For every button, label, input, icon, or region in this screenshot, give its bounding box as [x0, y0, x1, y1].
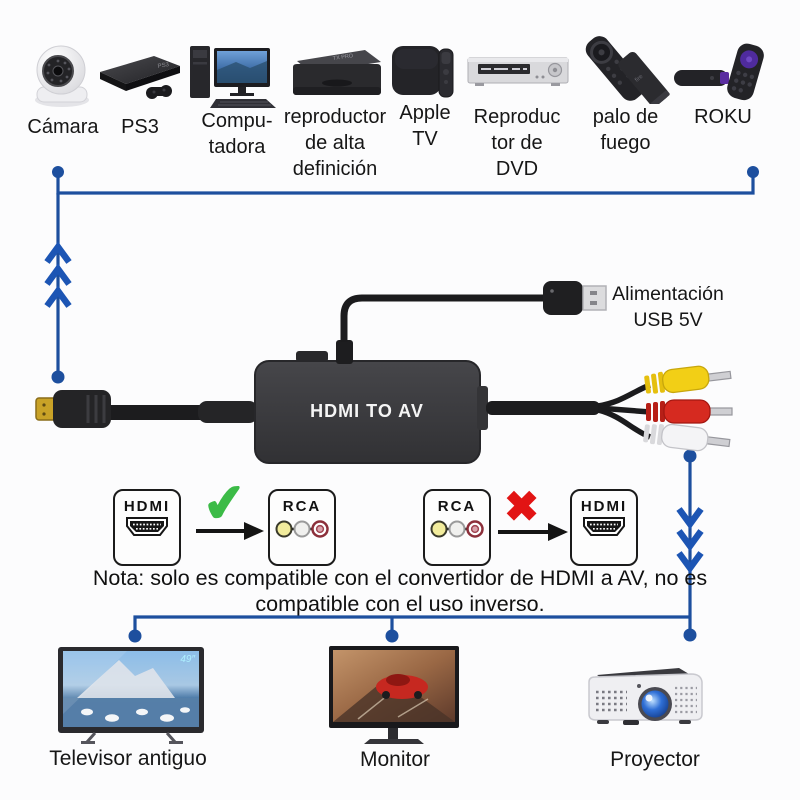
- tv-label: Televisor antiguo: [49, 747, 207, 770]
- device-label-roku: ROKU: [694, 106, 752, 128]
- connector-dot: [747, 166, 759, 178]
- fire-stick-image: fire: [585, 36, 670, 104]
- apple-tv-image: [392, 46, 454, 98]
- projector-label: Proyector: [610, 748, 700, 771]
- svg-text:TX PRO: TX PRO: [332, 53, 354, 62]
- connector-dot: [52, 166, 64, 178]
- monitor-label: Monitor: [359, 748, 431, 771]
- camera-image: [35, 45, 89, 107]
- rca-box: RCA: [423, 489, 491, 566]
- hdmi-box-label: HDMI: [580, 498, 628, 515]
- usb-power-label: Alimentación USB 5V: [612, 283, 724, 331]
- down-chevrons-icon: [676, 507, 704, 574]
- hdmi-connector-icon: [583, 517, 625, 536]
- svg-text:PS3: PS3: [157, 62, 170, 70]
- hdmi-box: HDMI: [570, 489, 638, 566]
- device-label-computadora: Compu-tadora: [201, 110, 273, 158]
- check-icon: ✔: [200, 472, 250, 536]
- computer-image: [190, 46, 276, 108]
- hdmi-connector-icon: [126, 517, 168, 536]
- connector-dot: [128, 629, 142, 643]
- monitor-image: [329, 646, 459, 744]
- note-text: Nota: solo es compatible con el converti…: [92, 566, 708, 616]
- rca-red-plug: [646, 399, 733, 424]
- ps3-image: PS3: [100, 56, 180, 99]
- remote-image: [438, 48, 454, 98]
- stick-image: fire: [618, 51, 670, 104]
- hd-player-image: TX PRO: [293, 50, 381, 95]
- tv-image: 49″: [58, 647, 204, 744]
- converter-body: HDMI TO AV: [254, 351, 488, 464]
- connector-dot: [683, 628, 697, 642]
- av-cables-image: [486, 365, 733, 452]
- projector-image: [588, 668, 703, 725]
- controller-image: [146, 85, 172, 99]
- rca-white-plug: [643, 423, 731, 452]
- rca-box-label: RCA: [282, 498, 322, 515]
- hdmi-box-label: HDMI: [123, 498, 171, 515]
- remote-image: [727, 43, 764, 101]
- roku-image: [674, 43, 764, 101]
- rca-connector-icon: [275, 520, 329, 538]
- device-label-camara: Cámara: [27, 116, 99, 138]
- device-label-ps3: PS3: [121, 116, 159, 138]
- up-chevrons-icon: [44, 241, 72, 308]
- dvd-player-image: [467, 57, 569, 86]
- connector-dot: [385, 629, 399, 643]
- stick-image: [674, 70, 729, 86]
- rca-yellow-plug: [644, 365, 732, 394]
- x-icon: ✖: [504, 483, 540, 530]
- hdmi-plug-image: [35, 390, 258, 428]
- rca-connector-icon: [430, 520, 484, 538]
- hdmi-box: HDMI: [113, 489, 181, 566]
- usb-cable-image: [336, 281, 607, 364]
- arrow-right-icon: [498, 523, 568, 541]
- rca-box-label: RCA: [437, 498, 477, 515]
- converter-label: HDMI TO AV: [310, 401, 424, 421]
- tv-badge: 49″: [180, 654, 195, 665]
- rca-box: RCA: [268, 489, 336, 566]
- top-bracket: [56, 172, 755, 195]
- connector-dot: [51, 370, 65, 384]
- arrow-right-icon: [196, 522, 264, 540]
- svg-text:fire: fire: [634, 73, 645, 83]
